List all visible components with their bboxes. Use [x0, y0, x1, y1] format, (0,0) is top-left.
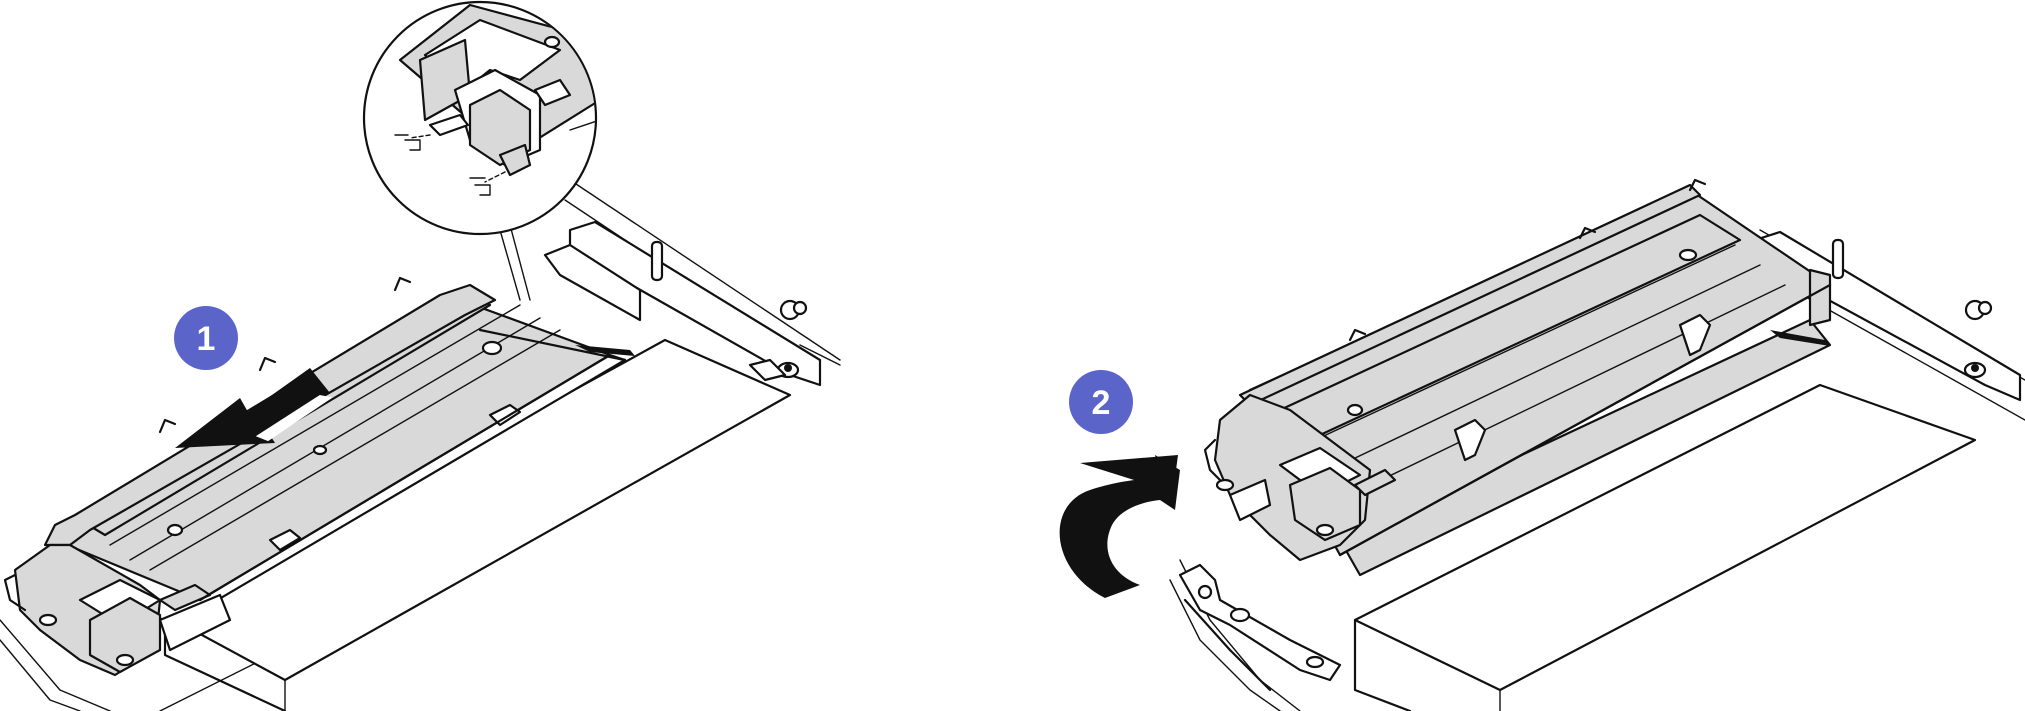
- right-carrier: [1203, 178, 1832, 577]
- left-rear-bracket: [543, 220, 822, 387]
- right-rear-bracket: [1753, 230, 2022, 402]
- step-1-badge: 1: [174, 306, 238, 370]
- step-1-number: 1: [197, 320, 216, 358]
- step-2-badge: 2: [1069, 370, 1133, 434]
- right-drive-bay: [1353, 383, 1977, 711]
- step-2-number: 2: [1092, 384, 1111, 422]
- step-2-panel: 2: [1059, 178, 2025, 711]
- curved-arrow-icon: [1059, 455, 1180, 598]
- detail-callout: [362, 0, 598, 301]
- right-front-bracket: [1178, 563, 1342, 692]
- step-1-panel: 1: [0, 0, 841, 711]
- arrow-left-icon: [175, 368, 333, 448]
